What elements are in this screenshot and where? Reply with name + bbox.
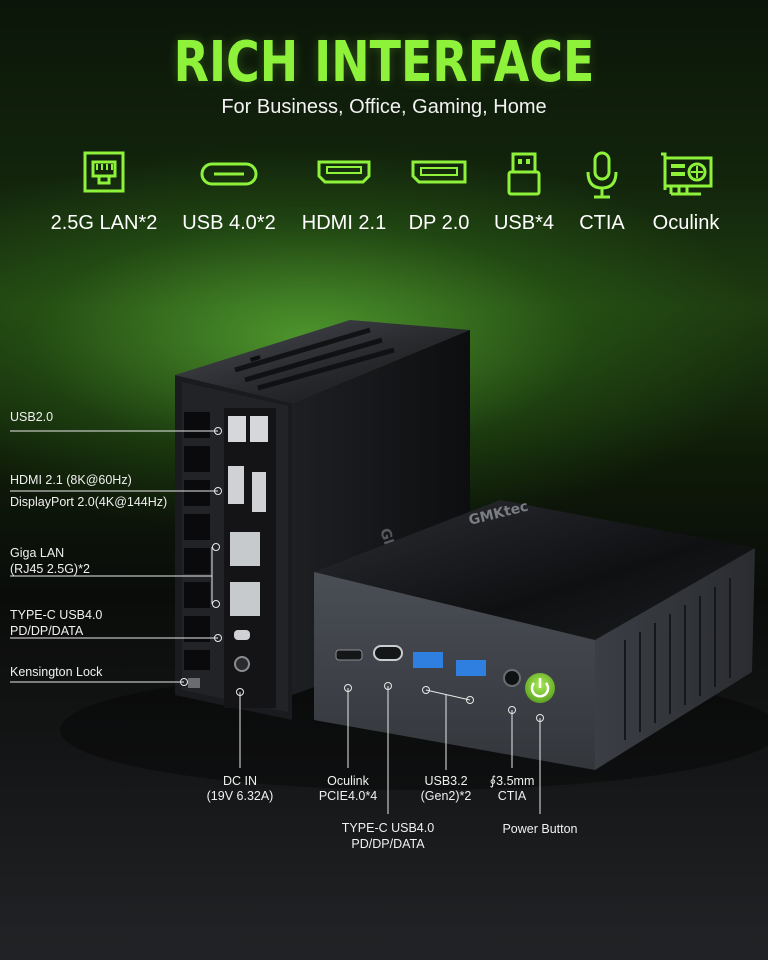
usb3-port: [456, 660, 486, 676]
callout-dcin-line1: DC IN: [222, 774, 258, 788]
callout-audio-line1: ∮3.5mm: [489, 774, 535, 788]
usb-c-port-icon: [174, 150, 284, 202]
hdmi-port-icon: [294, 150, 394, 202]
microphone-icon: [570, 150, 634, 202]
callout-typec-front-line2: PD/DP/DATA: [351, 837, 425, 851]
feature-hdmi: HDMI 2.1: [294, 150, 394, 235]
callout-power: Power Button: [502, 822, 578, 836]
feature-oculink: Oculink: [642, 150, 730, 235]
oculink-port: [335, 649, 363, 661]
feature-label: USB*4: [493, 212, 555, 234]
callout-oculink-line2: PCIE4.0*4: [318, 789, 378, 803]
graphics-card-icon: [642, 150, 730, 202]
displayport-port: [252, 472, 266, 512]
callout-usb32-line1: USB3.2: [424, 774, 468, 788]
usb4-port: [373, 645, 403, 661]
lan-port: [230, 582, 260, 616]
feature-usb: USB*4: [486, 150, 562, 235]
callout-displayport: DisplayPort 2.0(4K@144Hz): [10, 495, 168, 509]
usb2-port: [250, 416, 268, 442]
usb2-port: [228, 416, 246, 442]
dc-in-port: [234, 656, 250, 672]
callout-usb2: USB2.0: [10, 410, 54, 424]
feature-lan: 2.5G LAN*2: [44, 150, 164, 235]
feature-label: USB 4.0*2: [182, 212, 276, 234]
feature-ctia: CTIA: [570, 150, 634, 235]
feature-usb4: USB 4.0*2: [174, 150, 284, 235]
callout-dcin-line2: (19V 6.32A): [206, 789, 274, 803]
usb-a-icon: [486, 150, 562, 202]
feature-label: Oculink: [652, 212, 720, 234]
callout-audio-line2: CTIA: [497, 789, 527, 803]
callout-typec-line2: PD/DP/DATA: [10, 624, 84, 638]
callout-hdmi: HDMI 2.1 (8K@60Hz): [10, 473, 132, 487]
feature-label: CTIA: [579, 212, 625, 234]
feature-label: HDMI 2.1: [301, 212, 387, 234]
ethernet-port-icon: [44, 150, 164, 202]
feature-dp: DP 2.0: [400, 150, 478, 235]
lan-port: [230, 532, 260, 566]
hero-subtitle: For Business, Office, Gaming, Home: [221, 96, 547, 118]
feature-label: 2.5G LAN*2: [50, 212, 158, 234]
callout-lan-line2: (RJ45 2.5G)*2: [10, 562, 90, 576]
usb-c-port: [234, 630, 250, 640]
feature-label: DP 2.0: [408, 212, 470, 234]
callout-oculink-line1: Oculink: [327, 774, 369, 788]
audio-jack: [503, 669, 521, 687]
callout-typec-line1: TYPE-C USB4.0: [10, 608, 103, 622]
hero-title: RICH INTERFACE: [173, 30, 595, 95]
callout-usb32-line2: (Gen2)*2: [420, 789, 472, 803]
usb3-port: [413, 652, 443, 668]
mini-pc-illustration: GMKtec GMKtec: [10, 320, 768, 814]
callout-lan-line1: Giga LAN: [10, 546, 65, 560]
kensington-slot: [188, 678, 200, 688]
displayport-icon: [400, 150, 478, 202]
hdmi-port: [228, 466, 244, 504]
callout-kensington: Kensington Lock: [10, 665, 103, 679]
callout-typec-front-line1: TYPE-C USB4.0: [341, 821, 435, 835]
